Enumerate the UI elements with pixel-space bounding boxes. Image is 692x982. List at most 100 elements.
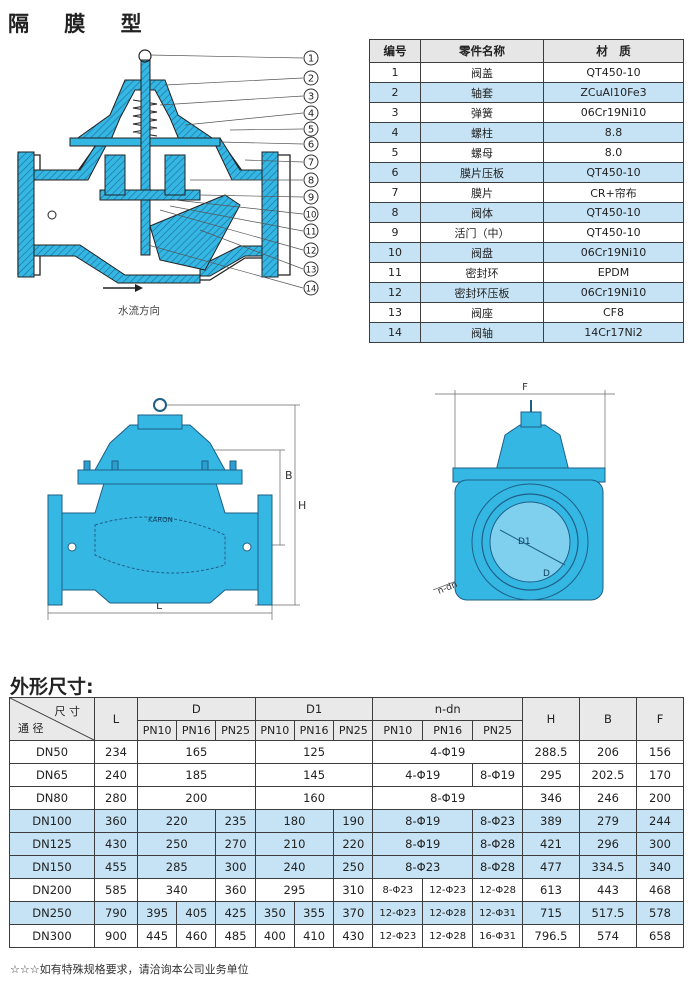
cell-h: 389 — [522, 809, 580, 833]
part-no: 14 — [369, 322, 421, 343]
cell-d: 235 — [215, 809, 256, 833]
page-title: 隔 膜 型 — [8, 12, 156, 36]
cell-ndn: 16-Φ31 — [472, 924, 523, 948]
cell-b: 443 — [579, 878, 637, 902]
part-no: 11 — [369, 262, 421, 283]
dim-label-h: H — [298, 499, 306, 512]
cell-d: 405 — [176, 901, 217, 925]
dimension-title: 外形尺寸: — [10, 676, 94, 698]
cell-d: 250 — [136, 832, 217, 856]
callout-9: 9 — [308, 193, 314, 204]
dim-label-ndn: n-dn — [436, 580, 459, 597]
callout-14: 14 — [306, 285, 317, 295]
header-pn10: PN10 — [136, 720, 178, 741]
cell-d1: 370 — [333, 901, 374, 925]
parts-header-name: 零件名称 — [420, 39, 544, 63]
cell-h: 613 — [522, 878, 580, 902]
cell-dn: DN300 — [9, 924, 95, 948]
cell-h: 288.5 — [522, 740, 580, 764]
cell-f: 658 — [636, 924, 684, 948]
part-name: 弹簧 — [420, 102, 544, 123]
table-row: DN50 234 165 125 4-Φ19 288.5 206 156 — [9, 740, 684, 764]
part-material: 06Cr19Ni10 — [543, 282, 684, 303]
header-pn25: PN25 — [472, 720, 523, 741]
table-row: DN200 585 340 360 295 310 8-Φ23 12-Φ23 1… — [9, 878, 684, 902]
cell-ndn: 4-Φ19 — [372, 763, 474, 787]
cell-h: 715 — [522, 901, 580, 925]
table-row: DN125 430 250 270 210 220 8-Φ19 8-Φ28 42… — [9, 832, 684, 856]
callout-12: 12 — [306, 247, 317, 257]
part-material: ZCuAl10Fe3 — [543, 82, 684, 103]
cell-f: 340 — [636, 855, 684, 879]
table-row: DN100 360 220 235 180 190 8-Φ19 8-Φ23 38… — [9, 809, 684, 833]
cell-d1: 430 — [333, 924, 374, 948]
part-name: 轴套 — [420, 82, 544, 103]
cell-dn: DN250 — [9, 901, 95, 925]
part-material: QT450-10 — [543, 222, 684, 243]
cell-d: 200 — [137, 786, 256, 810]
cell-d: 485 — [215, 924, 256, 948]
part-no: 7 — [369, 182, 421, 203]
callout-6: 6 — [308, 140, 314, 151]
part-name: 螺柱 — [420, 122, 544, 143]
cell-f: 244 — [636, 809, 684, 833]
part-material: 8.0 — [543, 142, 684, 163]
cell-h: 421 — [522, 832, 580, 856]
cell-d: 300 — [215, 855, 256, 879]
cell-ndn: 8-Φ28 — [472, 832, 523, 856]
part-no: 10 — [369, 242, 421, 263]
cell-l: 585 — [94, 878, 138, 902]
corner-header: 尺 寸 通 径 — [9, 697, 95, 741]
part-no: 4 — [369, 122, 421, 143]
cell-d1: 250 — [333, 855, 374, 879]
parts-header-no: 编号 — [369, 39, 421, 63]
parts-header-material: 材 质 — [543, 39, 684, 63]
cell-d: 445 — [136, 924, 178, 948]
header-b: B — [579, 697, 637, 741]
part-material: QT450-10 — [543, 202, 684, 223]
part-material: QT450-10 — [543, 62, 684, 83]
callout-8: 8 — [308, 176, 314, 187]
cell-ndn: 8-Φ23 — [472, 809, 523, 833]
cell-d1: 190 — [333, 809, 374, 833]
part-material: 8.8 — [543, 122, 684, 143]
cell-d1: 210 — [254, 832, 335, 856]
cell-ndn: 8-Φ19 — [472, 763, 523, 787]
part-name: 螺母 — [420, 142, 544, 163]
part-no: 3 — [369, 102, 421, 123]
table-row: DN80 280 200 160 8-Φ19 346 246 200 — [9, 786, 684, 810]
part-no: 5 — [369, 142, 421, 163]
callout-11: 11 — [306, 228, 317, 238]
cell-d1: 400 — [254, 924, 295, 948]
cell-ndn: 8-Φ19 — [372, 809, 474, 833]
footnote: ☆☆☆如有特殊规格要求，请洽询本公司业务单位 — [10, 963, 249, 976]
front-view-drawing: B H L KARON — [47, 398, 306, 620]
dimension-table: 尺 寸 通 径 L D D1 n-dn H B F PN10 PN16 PN25… — [9, 697, 684, 948]
cell-h: 796.5 — [522, 924, 580, 948]
cell-b: 246 — [579, 786, 637, 810]
header-pn16: PN16 — [422, 720, 474, 741]
header-pn16: PN16 — [293, 720, 335, 741]
cell-d1: 180 — [254, 809, 335, 833]
part-name: 密封环 — [420, 262, 544, 283]
cell-ndn: 8-Φ19 — [372, 786, 523, 810]
cell-b: 517.5 — [579, 901, 637, 925]
cell-d: 395 — [136, 901, 178, 925]
header-pn25: PN25 — [215, 720, 256, 741]
cell-d1: 160 — [254, 786, 374, 810]
part-name: 膜片 — [420, 182, 544, 203]
cell-b: 206 — [579, 740, 637, 764]
dim-label-b: B — [285, 469, 293, 482]
callout-3: 3 — [308, 92, 314, 103]
cell-l: 455 — [94, 855, 138, 879]
header-pn10: PN10 — [254, 720, 295, 741]
header-d1: D1 — [254, 697, 374, 721]
part-name: 阀盘 — [420, 242, 544, 263]
cell-f: 156 — [636, 740, 684, 764]
